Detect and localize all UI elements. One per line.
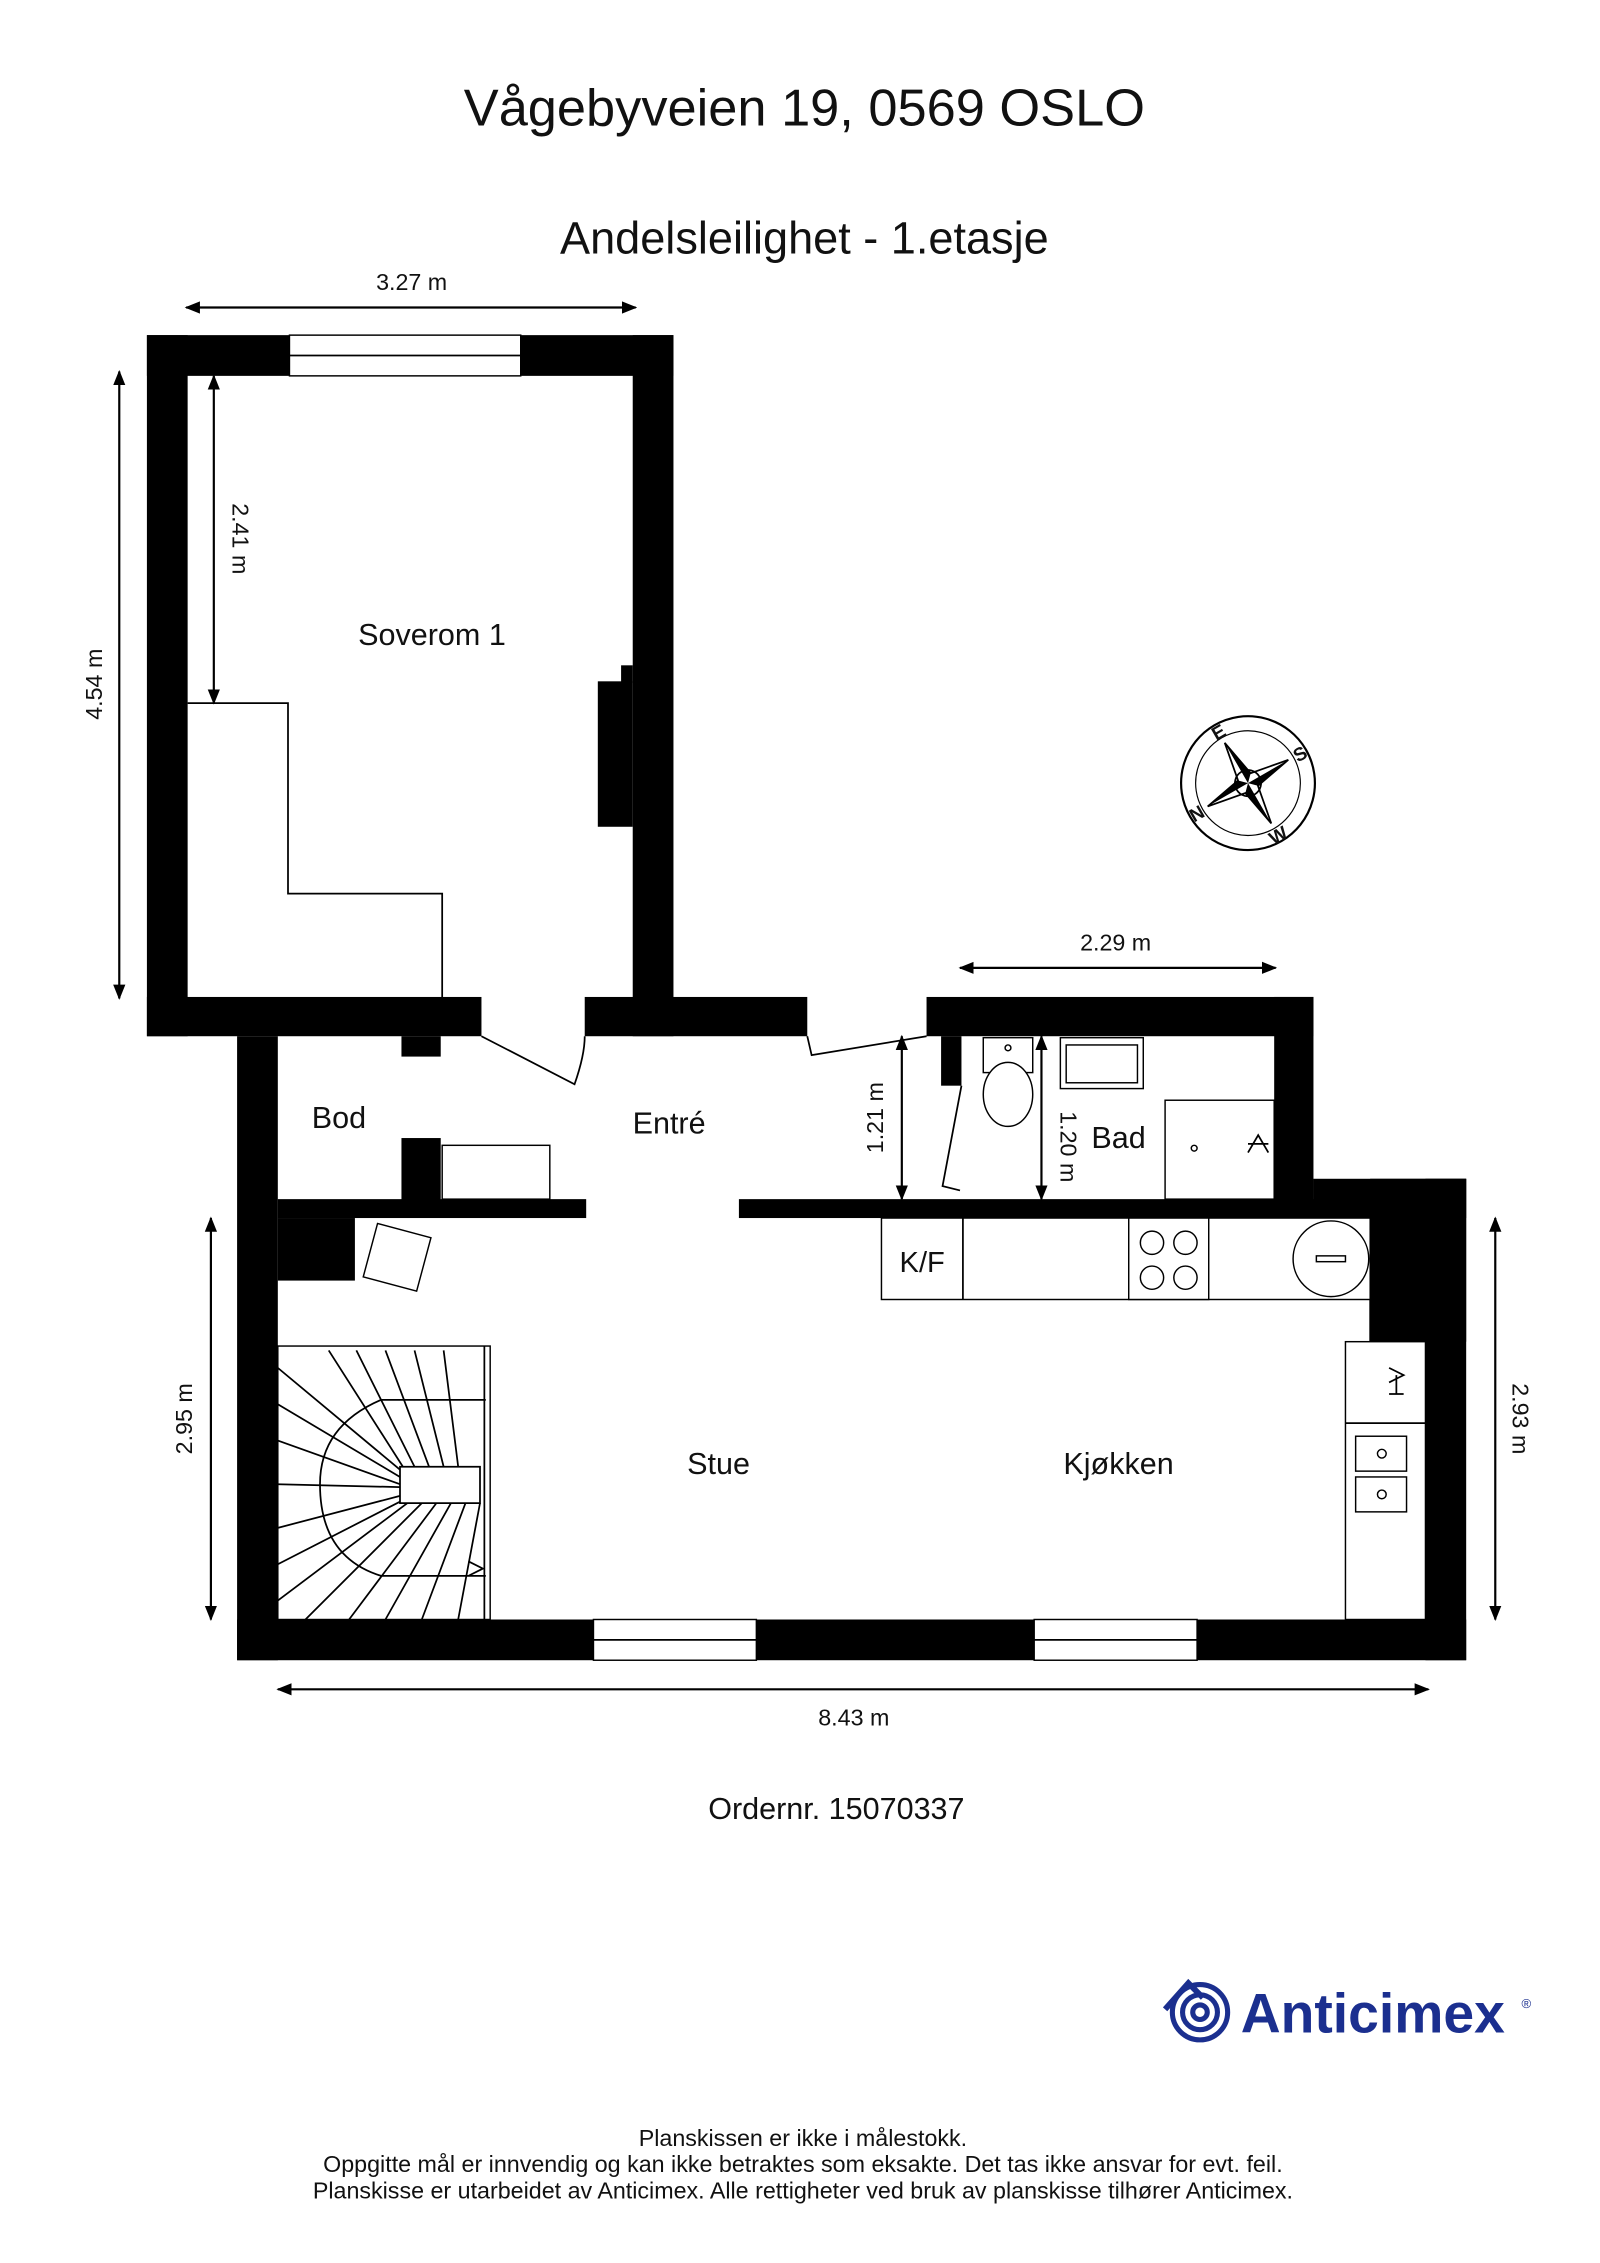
- footer-line: Planskissen er ikke i målestokk.: [639, 2125, 967, 2151]
- dimension-label: 2.93 m: [1508, 1383, 1534, 1454]
- fridge-label: K/F: [900, 1247, 945, 1279]
- window: [1033, 1618, 1198, 1661]
- room-label-bedroom: Soverom 1: [358, 618, 506, 652]
- window: [288, 334, 522, 377]
- footer-line: Planskisse er utarbeidet av Anticimex. A…: [313, 2177, 1293, 2203]
- staircase: [277, 1345, 491, 1621]
- desk-chair: [362, 1222, 432, 1293]
- window: [592, 1618, 758, 1661]
- address-title: Vågebyveien 19, 0569 OSLO: [464, 80, 1145, 138]
- anticimex-logo: Anticimex ®: [1162, 1978, 1531, 2045]
- side-counter: [1344, 1299, 1427, 1621]
- storage-shelf: [441, 1144, 551, 1200]
- dimension-label: 2.41 m: [228, 503, 254, 574]
- dimension-lines: [113, 301, 1502, 1696]
- dimension-label: 1.21 m: [862, 1082, 888, 1153]
- footer-line: Oppgitte mål er innvendig og kan ikke be…: [323, 2151, 1283, 2177]
- room-label-bathroom: Bad: [1091, 1121, 1145, 1155]
- apartment-walls: [237, 996, 1467, 1661]
- room-label-entrance: Entré: [633, 1107, 706, 1141]
- bathroom-sink: [1059, 1036, 1144, 1090]
- registered-mark: ®: [1521, 1996, 1531, 2011]
- dimension-label: 8.43 m: [818, 1705, 889, 1731]
- room-label-storage: Bod: [312, 1101, 366, 1135]
- bedroom-walls: [146, 335, 808, 1037]
- bedroom-door: [481, 1035, 586, 1086]
- dimension-label: 2.95 m: [171, 1383, 197, 1454]
- room-label-kitchen: Kjøkken: [1063, 1447, 1173, 1481]
- room-label-living: Stue: [687, 1447, 750, 1481]
- toilet: [982, 1036, 1034, 1128]
- dimension-label: 4.54 m: [81, 649, 107, 720]
- shower: [1164, 1099, 1275, 1200]
- logo-text: Anticimex: [1241, 1983, 1505, 2045]
- order-number: Ordernr. 15070337: [708, 1792, 964, 1826]
- compass-rose-icon: E S W N: [1180, 715, 1316, 852]
- dimension-label: 2.29 m: [1080, 929, 1151, 955]
- entrance-door: [806, 1035, 927, 1057]
- plan-subtitle: Andelsleilighet - 1.etasje: [560, 213, 1049, 264]
- anticimex-logo-icon: [1162, 1978, 1231, 2043]
- closet-outline: [187, 702, 444, 997]
- bathroom-door: [941, 1085, 963, 1192]
- kitchen-counter: [880, 1217, 1371, 1301]
- dimension-label: 1.20 m: [1055, 1111, 1081, 1182]
- dimension-label: 3.27 m: [376, 269, 447, 295]
